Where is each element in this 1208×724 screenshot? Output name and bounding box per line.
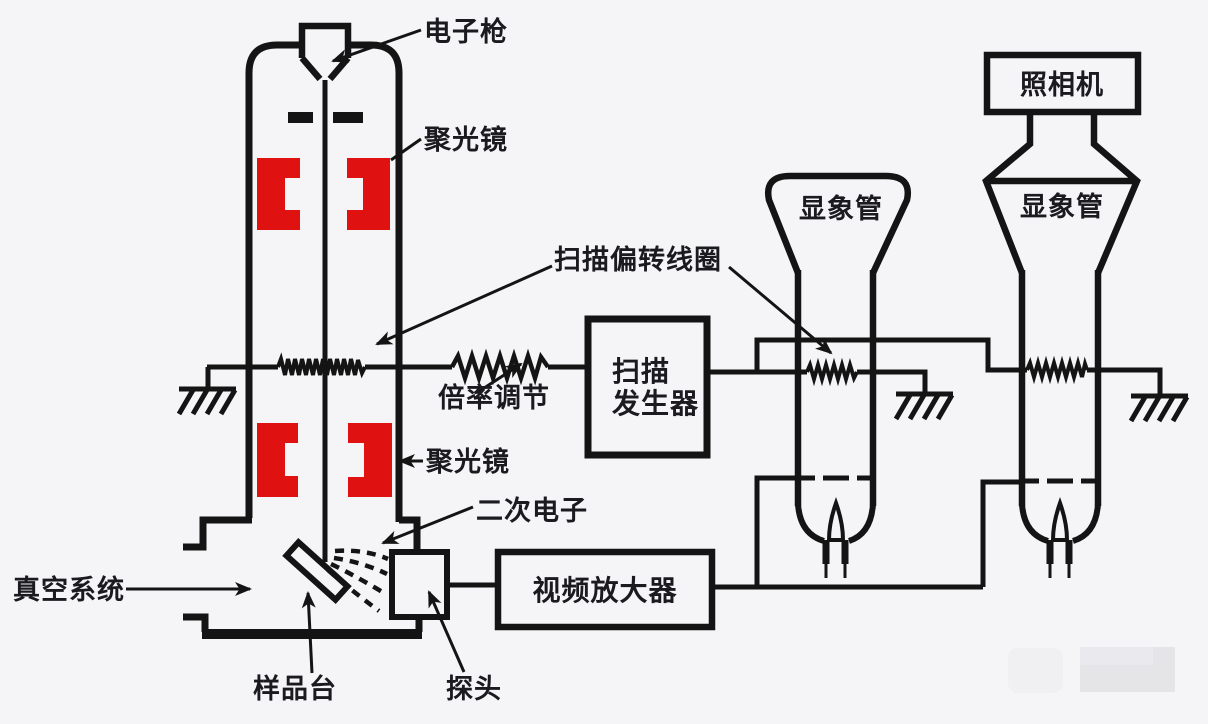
probe-leader xyxy=(427,590,466,673)
probe-detector-box xyxy=(389,549,450,620)
probe-label: 探头 xyxy=(446,674,502,704)
crt-right-deflection-coil xyxy=(1025,355,1089,385)
aperture-plate-right xyxy=(333,112,363,123)
crt-right-gun-pin-tips xyxy=(1048,564,1071,578)
electron-column xyxy=(245,22,403,562)
ground-icon xyxy=(893,391,955,421)
magnification-adjust-label: 倍率调节 xyxy=(438,382,550,413)
camera-label: 照相机 xyxy=(1020,70,1104,100)
vacuum-system-label: 真空系统 xyxy=(13,574,125,605)
secondary-electron-trajectories xyxy=(326,548,389,613)
deflection-coil-leader-left xyxy=(375,264,553,346)
secondary-electron-label: 二次电子 xyxy=(476,496,588,526)
leader-lines xyxy=(126,28,833,674)
crt-right-bulb xyxy=(982,112,1141,275)
crt-right-neck-bottom xyxy=(1019,503,1101,544)
ground-icon xyxy=(1128,393,1190,423)
video-output-wire xyxy=(712,475,1024,590)
condenser-lens-1-right-pole xyxy=(347,158,390,230)
ground-icon xyxy=(176,367,238,416)
crt-right-gun-pins xyxy=(1046,540,1073,564)
scan-generator-label-line2: 发生器 xyxy=(611,387,699,419)
watermark xyxy=(1008,647,1175,693)
electron-gun-label: 电子枪 xyxy=(424,16,508,47)
condenser-lens-1-label: 聚光镜 xyxy=(423,125,508,155)
scan-deflection-coil-label: 扫描偏转线圈 xyxy=(554,245,722,275)
crt-right-neck xyxy=(1018,270,1102,506)
sample-stage-leader xyxy=(301,591,316,674)
video-amplifier-label: 视频放大器 xyxy=(532,574,677,606)
deflection-coil-leader-right xyxy=(728,265,833,355)
specimen-chamber xyxy=(183,516,450,639)
crt-left-funnel xyxy=(764,172,912,275)
crt-left-deflection-coil xyxy=(805,357,859,387)
chamber-left-wall xyxy=(183,516,252,632)
electron-gun-housing xyxy=(298,22,352,82)
sample-stage-shape xyxy=(282,537,352,605)
crt-left-filament xyxy=(826,497,846,542)
crt-left-gun-pins xyxy=(822,540,849,564)
scan-generator-label-line1: 扫描 xyxy=(612,356,670,387)
display-tube-right: 显象管 xyxy=(982,112,1141,578)
condenser-lens-1-left-pole xyxy=(257,158,300,230)
scan-circuit xyxy=(176,337,1190,423)
condenser-lens-2-right-pole xyxy=(348,423,392,497)
crt-left-neck-bottom xyxy=(795,503,876,544)
sample-stage-label: 样品台 xyxy=(253,673,337,704)
magnification-resistor xyxy=(450,348,550,386)
magnification-adjust-arrow xyxy=(477,362,523,394)
camera-box xyxy=(983,51,1142,116)
camera-unit: 照相机 xyxy=(983,51,1142,116)
crt-right-filament xyxy=(1050,497,1070,542)
scan-generator-box: 扫描 发生器 xyxy=(584,315,711,459)
display-tube-left: 显象管 xyxy=(764,172,912,578)
crt-left-gun-pin-tips xyxy=(824,564,847,578)
column-outline xyxy=(245,41,403,522)
scan-wire-to-right-crt xyxy=(754,337,1163,396)
aperture-plate-left xyxy=(288,112,313,123)
electron-gun-leader xyxy=(331,28,422,63)
video-amplifier-box xyxy=(494,548,716,631)
condenser-lens-1-leader xyxy=(390,137,422,162)
condenser-lens-2-label: 聚光镜 xyxy=(425,447,510,477)
video-circuit: 视频放大器 xyxy=(447,475,1024,631)
crt-left-neck xyxy=(794,270,877,506)
condenser-lens-2-left-pole xyxy=(257,423,298,497)
secondary-electron-leader xyxy=(381,505,474,545)
display-tube-right-label: 显象管 xyxy=(1020,191,1104,222)
display-tube-left-label: 显象管 xyxy=(799,193,883,224)
column-deflection-coil xyxy=(276,352,367,379)
